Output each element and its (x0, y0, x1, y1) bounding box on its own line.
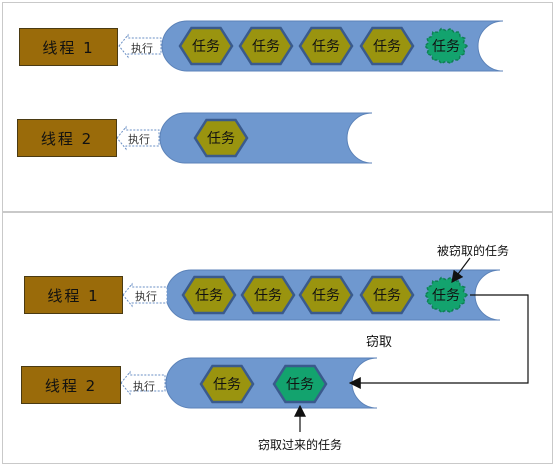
task-hex-label: 任务 (254, 288, 282, 304)
stolen-gear-task-label: 任务 (432, 288, 460, 304)
task-hex (298, 275, 354, 315)
thread-1-label: 线程 1 (42, 38, 95, 57)
thread-1-box-top: 线程 1 (19, 28, 118, 66)
thread-2-queue (159, 112, 373, 164)
stolen-gear-task (423, 276, 469, 314)
thread-1-label: 线程 1 (47, 286, 100, 305)
exec-label: 执行 (135, 290, 157, 303)
task-hex-label: 任务 (312, 39, 340, 55)
stolen-task-hex (272, 364, 328, 404)
task-hex-label: 任务 (373, 288, 401, 304)
task-hex (238, 26, 294, 66)
task-hex-label: 任务 (213, 377, 241, 393)
steal-arrow (348, 294, 529, 389)
task-hex (298, 26, 354, 66)
thread-1-box-bottom: 线程 1 (24, 276, 123, 314)
thread-2-box-top: 线程 2 (17, 119, 117, 157)
gear-task-label: 任务 (432, 39, 460, 55)
bottom-panel (2, 212, 553, 464)
thread-2-box-bottom: 线程 2 (21, 366, 121, 404)
exec-label: 执行 (133, 380, 155, 393)
thread-2-label: 线程 2 (44, 376, 98, 395)
task-hex-label: 任务 (207, 131, 235, 147)
task-hex (240, 275, 296, 315)
thread-2-queue (165, 357, 378, 409)
received-task-annotation: 窃取过来的任务 (258, 438, 343, 452)
exec-arrow (116, 125, 160, 151)
task-hex (193, 118, 249, 158)
exec-label: 执行 (131, 42, 153, 55)
task-hex (199, 364, 255, 404)
stolen-task-hex-label: 任务 (286, 377, 314, 393)
steal-annotation: 窃取 (366, 335, 393, 350)
task-hex (359, 275, 415, 315)
exec-label: 执行 (128, 133, 150, 146)
exec-arrow (118, 33, 162, 59)
gear-task (423, 27, 469, 65)
stolen-task-annotation: 被窃取的任务 (437, 244, 510, 258)
task-hex-label: 任务 (252, 39, 280, 55)
thread-2-label: 线程 2 (40, 129, 94, 148)
task-hex (178, 26, 234, 66)
task-hex-label: 任务 (195, 288, 223, 304)
task-hex (181, 275, 237, 315)
task-hex-label: 任务 (312, 288, 340, 304)
task-hex-label: 任务 (192, 39, 220, 55)
task-hex-label: 任务 (373, 39, 401, 55)
task-hex (359, 26, 415, 66)
exec-arrow (122, 282, 168, 308)
stolen-task-pointer (451, 257, 471, 283)
exec-arrow (120, 370, 166, 396)
